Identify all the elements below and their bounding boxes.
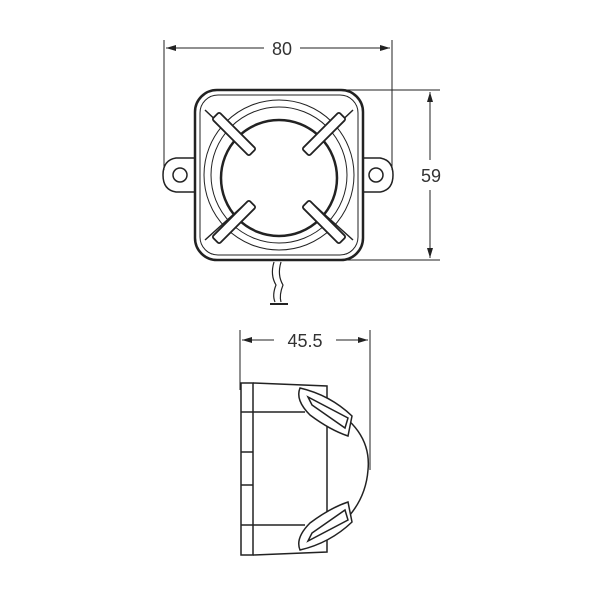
height-dimension-label: 59: [421, 166, 441, 186]
depth-dimension-label: 45.5: [287, 331, 322, 351]
width-dimension-label: 80: [272, 39, 292, 59]
side-view: [239, 330, 371, 556]
front-view: [162, 40, 440, 305]
